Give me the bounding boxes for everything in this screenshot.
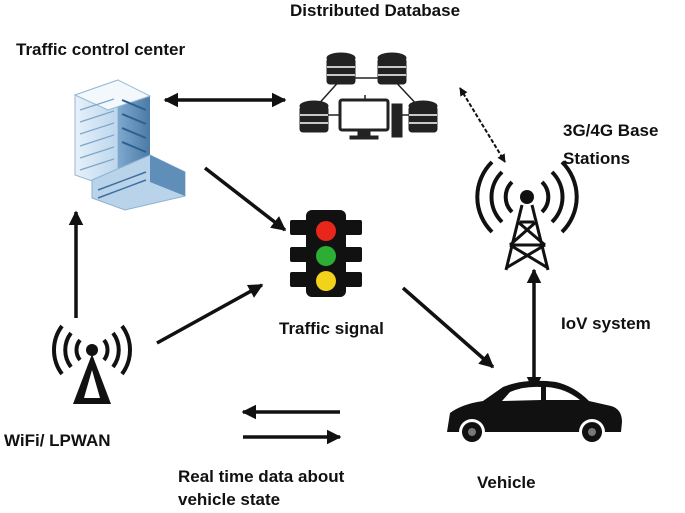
realtime-data-label-line2: vehicle state [178, 490, 281, 509]
wifi-antenna-icon [52, 324, 132, 404]
red-light [316, 221, 336, 241]
arrow-control-signal [203, 166, 287, 232]
distributed-database-label: Distributed Database [290, 1, 461, 20]
car-icon [447, 380, 622, 445]
cell-tower-icon [475, 160, 579, 271]
yellow-light [316, 271, 336, 291]
traffic-control-center-label: Traffic control center [16, 40, 186, 59]
green-light [316, 246, 336, 266]
database-cylinder [408, 100, 438, 133]
arrow-wifi-signal [156, 283, 264, 345]
database-cylinder [299, 100, 329, 133]
traffic-light-icon [290, 210, 362, 297]
arrow-database-tower [459, 87, 506, 163]
traffic-signal-label: Traffic signal [279, 319, 384, 338]
base-stations-label-line1: 3G/4G Base [563, 121, 659, 140]
database-cylinder [326, 52, 356, 85]
office-building-icon [73, 79, 186, 211]
database-cylinder [377, 52, 407, 85]
vehicle-label: Vehicle [477, 473, 536, 492]
wifi-lpwan-label: WiFi/ LPWAN [4, 431, 111, 450]
realtime-data-label-line1: Real time data about [178, 467, 345, 486]
base-stations-label-line2: Stations [563, 149, 631, 168]
database-network-icon [299, 52, 438, 140]
iov-system-label: IoV system [561, 314, 651, 333]
arrow-signal-vehicle [401, 286, 495, 369]
computer-monitor-icon [338, 98, 403, 140]
